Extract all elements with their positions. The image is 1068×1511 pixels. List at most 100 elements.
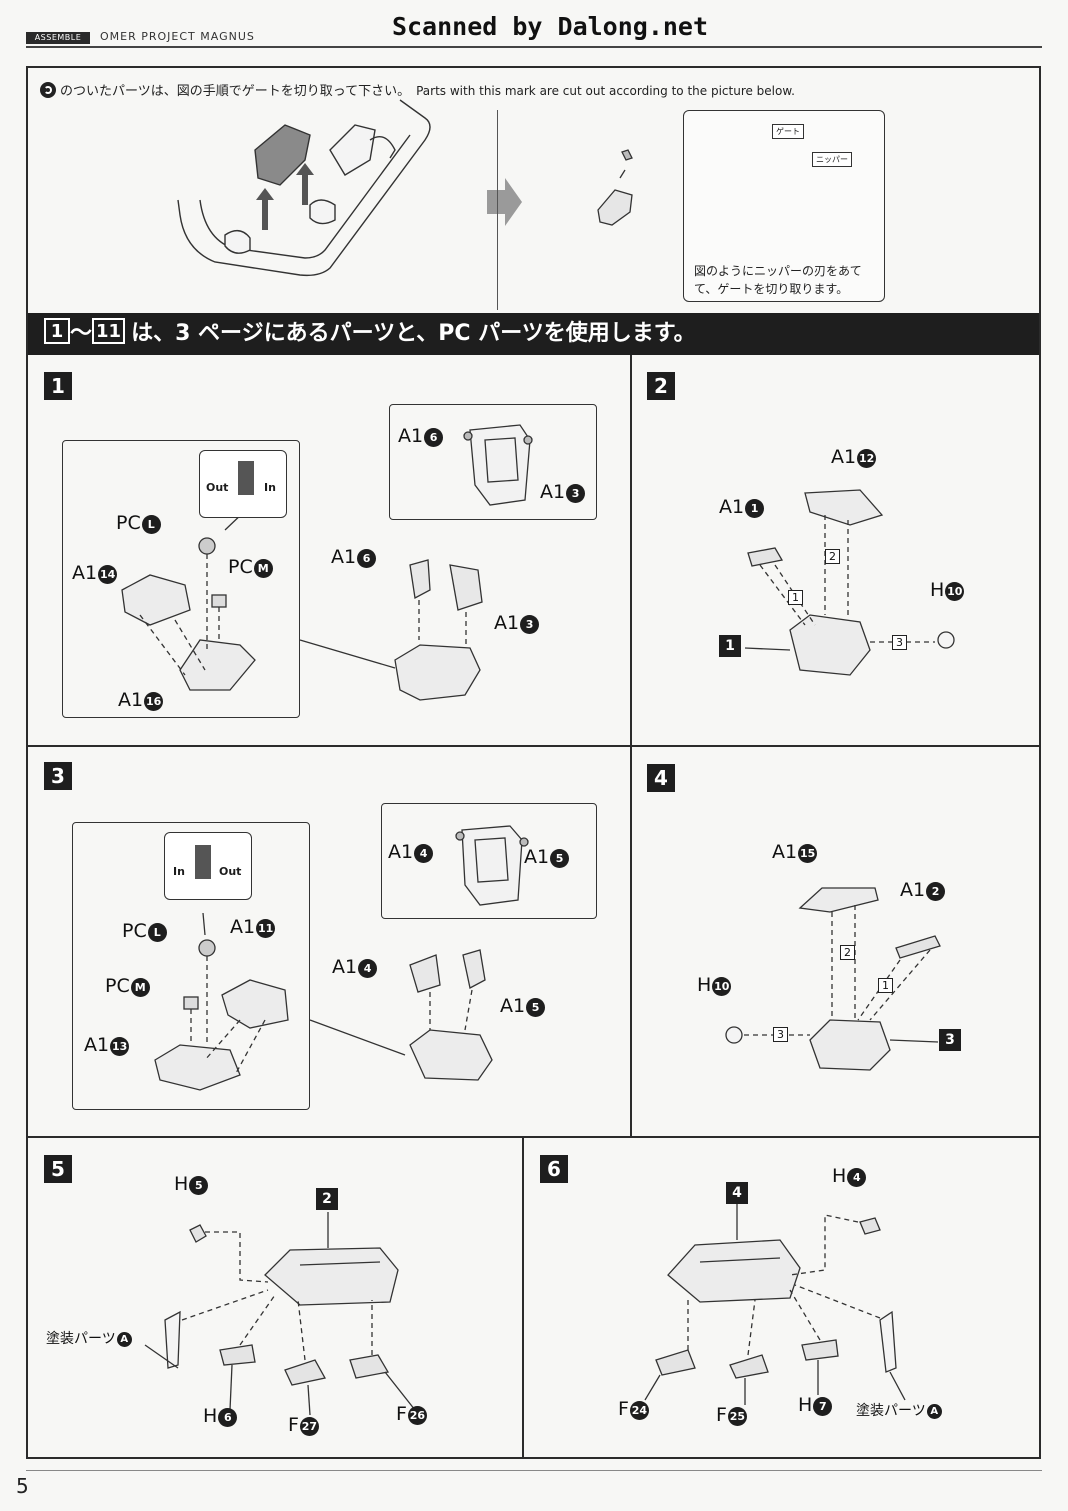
banner-text: は、3 ページにあるパーツと、PC パーツを使用します。 (131, 321, 696, 346)
out-label: Out (206, 481, 229, 494)
step-6-number: 6 (540, 1155, 568, 1183)
nipper-label: ニッパー (812, 152, 852, 167)
page-number: 5 (16, 1474, 29, 1498)
banner-tilde: 〜 (70, 321, 93, 346)
intro-text-en: Parts with this mark are cut out accordi… (416, 84, 795, 98)
step-3-pc-orientation-callout: In Out (164, 832, 252, 900)
step-6-ref-step-4: 4 (726, 1182, 748, 1204)
step2-drawings (744, 489, 955, 676)
header-tag: ASSEMBLE (26, 32, 90, 44)
page-frame (26, 66, 1041, 1459)
grid-divider-v2 (522, 1136, 524, 1457)
step-1-pc-orientation-callout: Out In (199, 450, 287, 518)
up-arrows (256, 163, 314, 230)
intro-text-jp: のついたパーツは、図の手順でゲートを切り取って下さい。 (60, 84, 411, 99)
footer-rule (26, 1470, 1042, 1471)
header-rule (26, 46, 1042, 48)
cut-gate-bit (621, 149, 633, 161)
banner-step-to: 11 (92, 318, 126, 344)
arrow-right-icon (487, 178, 522, 226)
step3-drawings (154, 825, 529, 1091)
gate-label: ゲート (772, 124, 804, 139)
step-5-ref-step-2: 2 (316, 1188, 338, 1210)
nipper-tip-text: 図のようにニッパーの刃をあてて、ゲートを切り取ります。 (694, 264, 862, 296)
in-label: In (173, 865, 185, 878)
step-4-number: 4 (647, 764, 675, 792)
step-2-sub-2: 2 (825, 549, 840, 564)
cut-piece-shape (597, 189, 633, 226)
gated-part-shape (254, 124, 311, 186)
grid-divider-h2 (28, 1136, 1039, 1138)
cut-mark-icon (40, 82, 56, 98)
step-4-sub-1: 1 (878, 978, 893, 993)
pc-joint-icon (238, 461, 254, 495)
intro-instruction: のついたパーツは、図の手順でゲートを切り取って下さい。 Parts with th… (40, 80, 795, 99)
runner-peg-shape-2 (224, 230, 251, 254)
step-5-number: 5 (44, 1155, 72, 1183)
step-1-part-box (389, 404, 597, 520)
cut-line (619, 169, 626, 179)
step-4-ref-step-3: 3 (939, 1029, 961, 1051)
runner-peg-shape-3 (369, 136, 396, 159)
step-1-number: 1 (44, 372, 72, 400)
runner-frame-outline (177, 99, 431, 277)
step1-drawings (121, 424, 533, 701)
runner-frame-inner (199, 134, 411, 259)
step-2-ref-step-1: 1 (719, 635, 741, 657)
grid-divider-h1 (28, 745, 1039, 747)
step-3-detail-box (72, 822, 310, 1110)
nipper-tip-box (683, 110, 885, 302)
step-4-sub-2: 2 (840, 945, 855, 960)
step-2-sub-3: 3 (892, 635, 907, 650)
runner-peg-shape (309, 199, 336, 225)
step5-drawings (144, 1212, 416, 1416)
step-1-detail-box (62, 440, 300, 718)
intro-divider (497, 110, 498, 310)
step6-drawings (644, 1204, 906, 1405)
step-3-number: 3 (44, 762, 72, 790)
pc-joint-icon (195, 845, 211, 879)
step-2-number: 2 (647, 372, 675, 400)
step4-drawings (725, 887, 941, 1071)
banner-step-from: 1 (44, 318, 70, 344)
scan-watermark: Scanned by Dalong.net (391, 12, 709, 41)
step-3-part-box (381, 803, 597, 919)
in-label: In (264, 481, 276, 494)
header-title: OMER PROJECT MAGNUS (100, 30, 255, 43)
runner-part-shape (329, 124, 376, 176)
out-label: Out (219, 865, 242, 878)
